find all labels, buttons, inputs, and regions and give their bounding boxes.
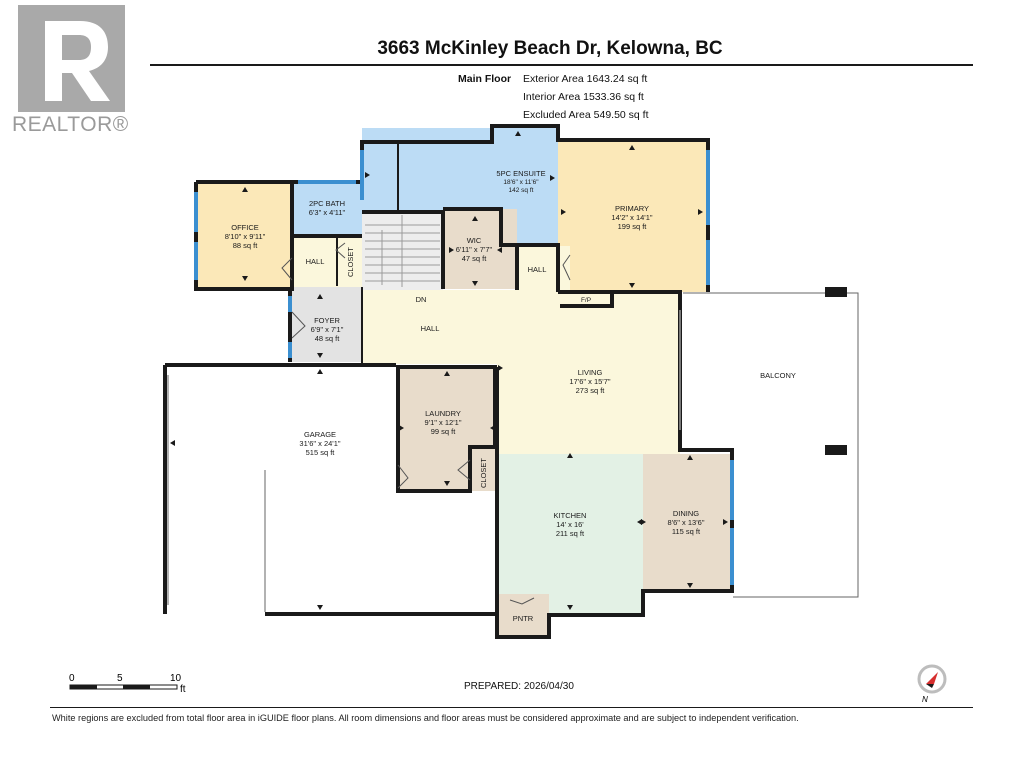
hall-label-main: HALL [421, 324, 440, 333]
realtor-logo: REALTOR® [12, 5, 132, 137]
staircase [365, 215, 440, 287]
footer-divider [50, 707, 973, 708]
hall-label-right: HALL [528, 265, 547, 274]
primary-room [558, 140, 708, 292]
living-name: LIVING [578, 368, 603, 377]
glass-panels [167, 310, 681, 612]
balcony-label: BALCONY [760, 371, 796, 380]
door-swings [281, 242, 571, 605]
pantry-label: PNTR [513, 614, 534, 623]
realtor-logo-mark [18, 5, 125, 112]
fireplace-label: F/P [581, 297, 591, 304]
pantry-room [497, 594, 549, 635]
garage-name: GARAGE [304, 430, 336, 439]
office-area: 88 sq ft [233, 241, 259, 250]
realtor-wordmark: REALTOR® [12, 113, 129, 136]
interior-area-value: 1533.36 sq ft [583, 91, 644, 103]
scale-tick-5: 5 [117, 673, 123, 684]
exterior-area-value: 1643.24 sq ft [586, 73, 648, 85]
header-divider [150, 64, 973, 66]
scale-bar: 0 5 10 ft [67, 671, 197, 701]
primary-area: 199 sq ft [618, 222, 648, 231]
dining-name: DINING [673, 509, 699, 518]
disclaimer-text: White regions are excluded from total fl… [52, 713, 799, 723]
office-room [196, 182, 292, 289]
balcony [683, 287, 859, 598]
ensuite-name: 5PC ENSUITE [496, 169, 545, 178]
floor-area-summary: Main Floor Exterior Area 1643.24 sq ft In… [458, 70, 649, 124]
laundry-name: LAUNDRY [425, 409, 461, 418]
dining-area: 115 sq ft [672, 527, 701, 536]
dining-room [643, 454, 732, 591]
foyer-name: FOYER [314, 316, 340, 325]
interior-area-label: Interior Area [523, 91, 581, 103]
primary-name: PRIMARY [615, 204, 649, 213]
windows [194, 150, 734, 585]
laundry-area: 99 sq ft [431, 427, 457, 436]
laundry-room [398, 367, 495, 491]
interior-walls [336, 142, 399, 363]
foyer-dims: 6'9" x 7'1" [311, 325, 344, 334]
page-title: 3663 McKinley Beach Dr, Kelowna, BC [377, 38, 723, 59]
foyer-area: 48 sq ft [315, 334, 341, 343]
wic-room [443, 209, 517, 289]
excluded-area-label: Excluded Area [523, 109, 591, 121]
hall-right-room [517, 246, 570, 290]
living-room [497, 292, 680, 454]
living-area: 273 sq ft [576, 386, 606, 395]
wic-name: WIC [467, 236, 482, 245]
laundry-dims: 9'1" x 12'1" [425, 418, 462, 427]
wic-area: 47 sq ft [462, 254, 488, 263]
stairs-down-label: DN [416, 295, 427, 304]
scale-tick-10: 10 [170, 673, 182, 684]
kitchen-room [497, 454, 643, 615]
primary-dims: 14'2" x 14'1" [611, 213, 652, 222]
ensuite-dims: 18'6" x 11'6" [503, 179, 539, 186]
office-dims: 8'10" x 9'11" [225, 232, 266, 241]
living-dims: 17'6" x 15'7" [569, 377, 610, 386]
bath-dims: 6'3" x 4'11" [309, 208, 346, 217]
kitchen-name: KITCHEN [554, 511, 587, 520]
bath-name: 2PC BATH [309, 199, 345, 208]
closet-label-laundry: CLOSET [479, 458, 488, 488]
dining-dims: 8'6" x 13'6" [668, 518, 705, 527]
kitchen-dims: 14' x 16' [556, 520, 584, 529]
hall-upper-room [292, 237, 362, 287]
prepared-date: PREPARED: 2026/04/30 [464, 681, 574, 692]
garage-dims: 31'6" x 24'1" [299, 439, 340, 448]
compass-icon: N [914, 662, 950, 709]
dimension-markers [170, 131, 728, 610]
office-name: OFFICE [231, 223, 259, 232]
hall-label-left: HALL [306, 257, 325, 266]
scale-tick-0: 0 [69, 673, 75, 684]
bath-room [292, 182, 362, 236]
garage-area: 515 sq ft [306, 448, 336, 457]
excluded-area-value: 549.50 sq ft [593, 109, 649, 121]
exterior-area-label: Exterior Area [523, 73, 584, 85]
wic-dims: 6'11" x 7'7" [456, 245, 493, 254]
floor-name: Main Floor [458, 73, 512, 85]
ensuite-area: 142 sq ft [509, 187, 534, 194]
kitchen-area: 211 sq ft [556, 529, 585, 538]
scale-unit: ft [180, 684, 186, 695]
foyer-room [290, 287, 362, 362]
compass-north-label: N [922, 695, 928, 704]
closet-label-upper: CLOSET [346, 247, 355, 277]
room-labels: 5PC ENSUITE 18'6" x 11'6" 142 sq ft PRIM… [225, 169, 796, 623]
